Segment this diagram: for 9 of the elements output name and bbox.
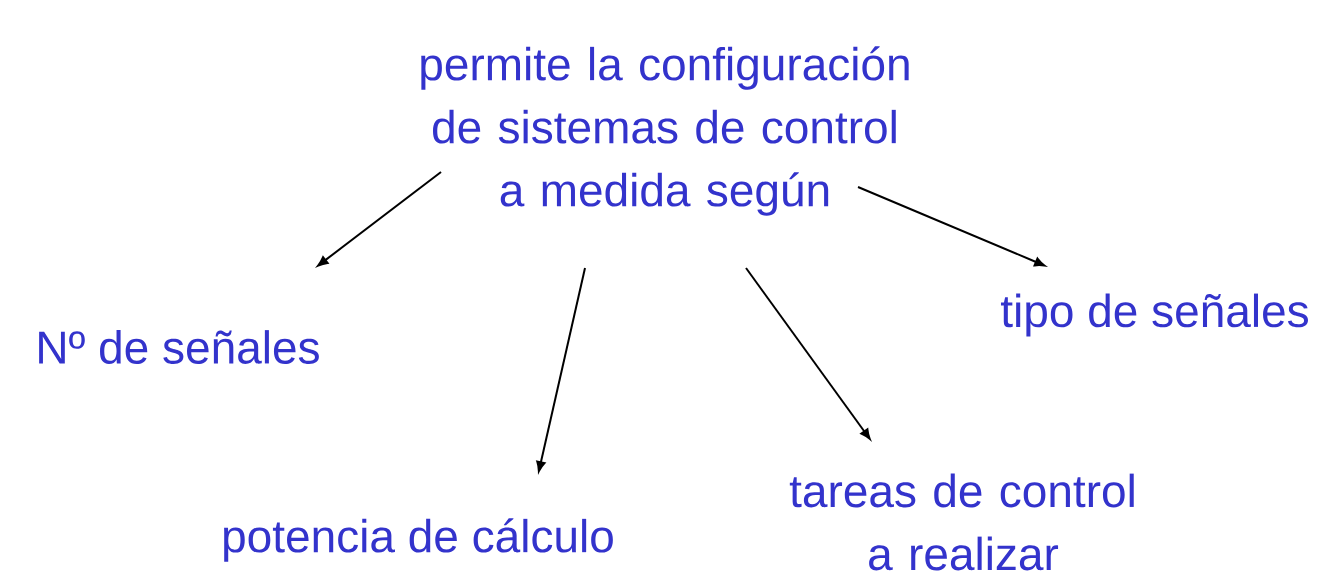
concept-text: tipo de señales [1001,293,1308,337]
concept-text: tareas de control a realizar [789,473,1134,571]
concept-text: permite la configuración de sistemas de control a medida según [421,46,909,216]
arrow [857,186,1046,267]
arrow [317,171,442,267]
concept-text: Nº de señales [39,330,319,364]
arrow [536,267,586,473]
concept-text: potencia de cálculo [224,518,613,562]
arrow [745,267,871,440]
